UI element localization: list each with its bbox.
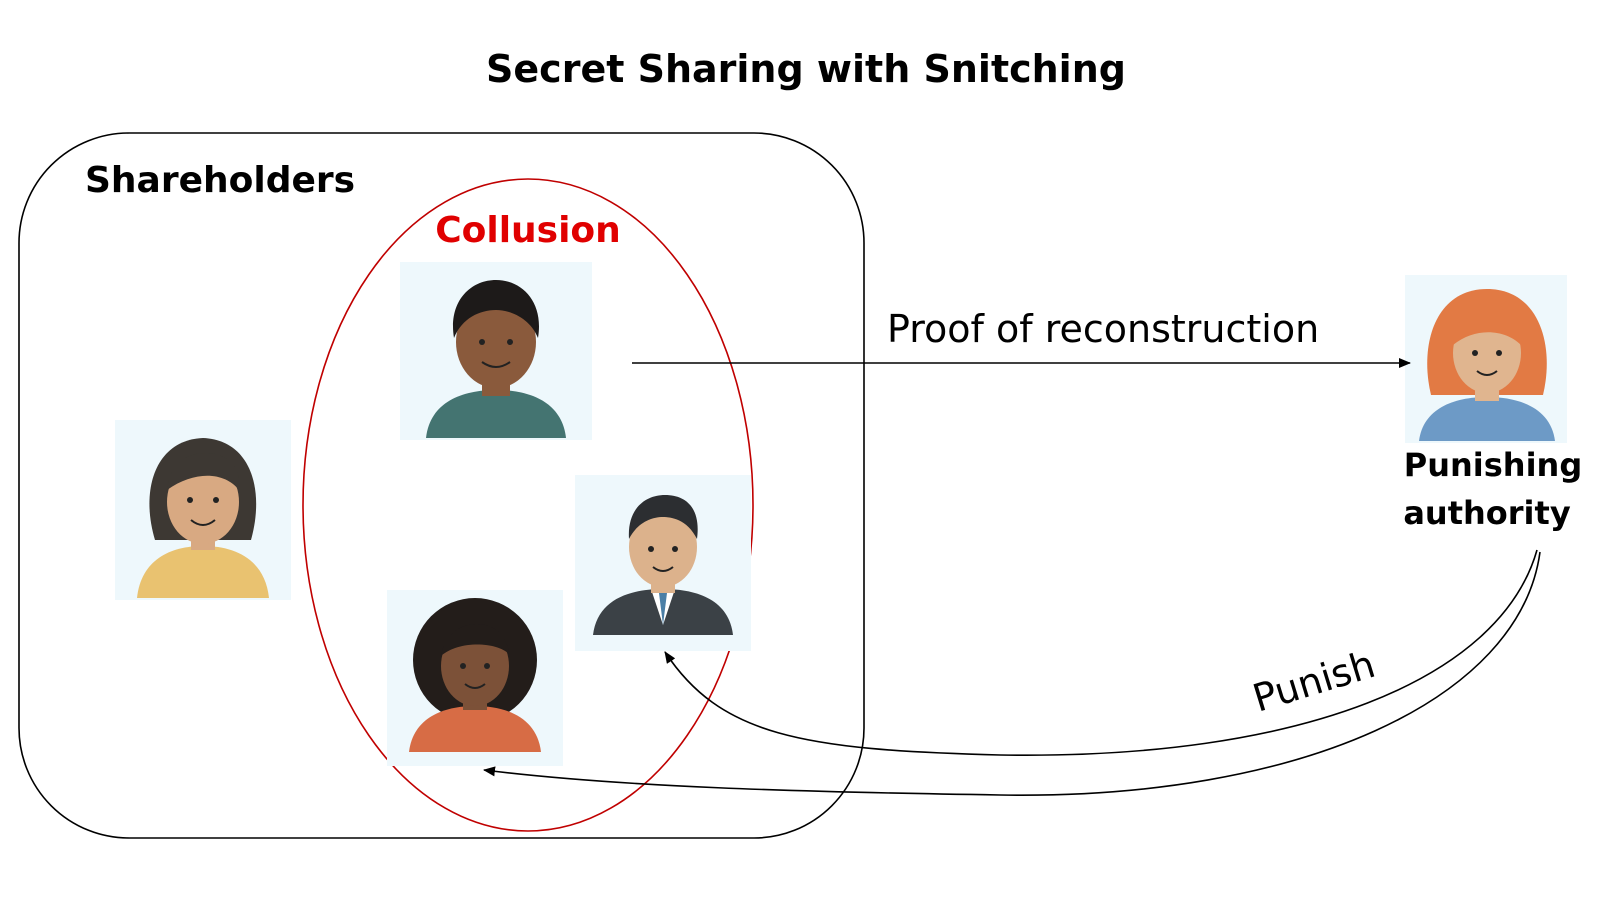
shareholder-avatar-woman-curly — [387, 590, 563, 766]
woman-avatar-icon — [137, 438, 269, 598]
authority-label-line1: Punishing — [1404, 446, 1582, 484]
authority-avatar — [1405, 275, 1567, 443]
shareholder-avatar-woman — [115, 420, 291, 600]
woman-red-hair-avatar-icon — [1419, 289, 1555, 441]
woman-curly-avatar-icon — [409, 598, 541, 752]
businessman-avatar-icon — [593, 495, 733, 635]
shareholders-label: Shareholders — [85, 160, 355, 201]
collusion-label: Collusion — [435, 210, 621, 251]
punish-arrow-to-man-suit — [664, 549, 1538, 757]
proof-label: Proof of reconstruction — [887, 307, 1319, 351]
shareholder-avatar-man-suit — [575, 475, 751, 651]
shareholder-avatar-man-curly — [400, 262, 592, 440]
collusion-ellipse — [302, 178, 754, 832]
authority-label-line2: authority — [1403, 494, 1570, 532]
diagram-title: Secret Sharing with Snitching — [486, 47, 1126, 91]
punish-arrow-to-woman-curly — [483, 551, 1541, 796]
shareholders-group-box — [18, 132, 865, 839]
punish-label: Punish — [1248, 642, 1380, 721]
man-avatar-icon — [426, 280, 566, 438]
